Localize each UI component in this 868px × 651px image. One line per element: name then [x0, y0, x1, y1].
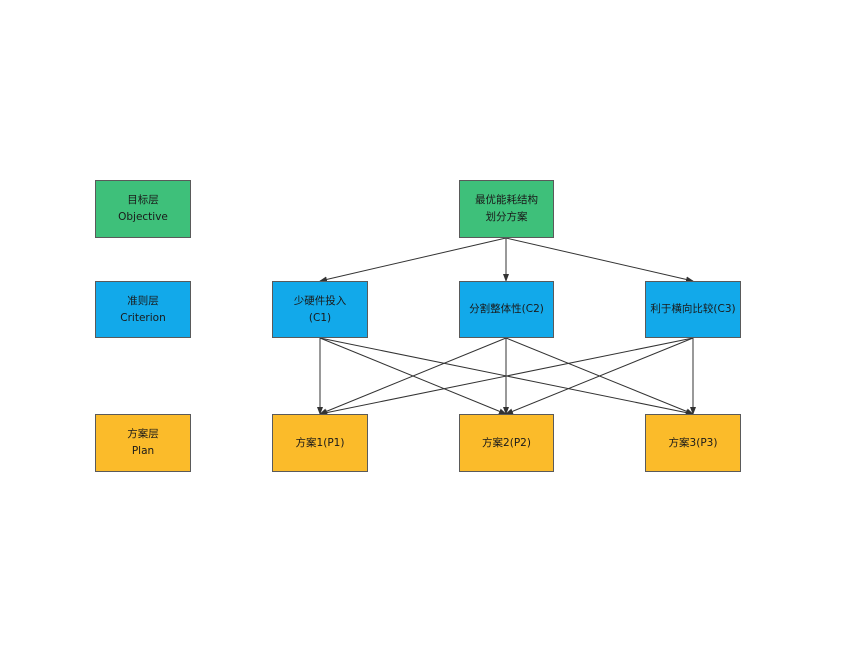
- layer-label-objective-cn: 目标层: [127, 194, 159, 206]
- plan-p3-label: 方案3(P3): [668, 436, 718, 449]
- arrow-c3-to-p1: [319, 337, 694, 416]
- layer-label-objective-en: Objective: [118, 211, 168, 223]
- plan-node-p1: 方案1(P1): [272, 414, 368, 472]
- layer-label-objective: 目标层 Objective: [95, 180, 191, 238]
- layer-label-plan-cn: 方案层: [127, 428, 159, 440]
- arrow-goal-to-c3: [505, 237, 694, 283]
- layer-label-criterion-cn: 准则层: [127, 294, 159, 307]
- criterion-node-c3: 利于横向比较(C3): [645, 281, 741, 338]
- layer-label-criterion: 准则层 Criterion: [95, 281, 191, 338]
- criterion-c1-line2: (C1): [308, 311, 332, 324]
- criterion-c3-label: 利于横向比较(C3): [650, 303, 736, 315]
- arrow-c3-to-p2: [505, 337, 694, 415]
- plan-p1-label: 方案1(P1): [295, 436, 345, 449]
- layer-label-plan-en: Plan: [131, 445, 155, 457]
- criterion-node-c2: 分割整体性(C2): [459, 281, 554, 338]
- layer-label-plan: 方案层 Plan: [95, 414, 191, 472]
- criterion-node-c1: 少硬件投入 (C1): [272, 281, 368, 338]
- layer-label-criterion-en: Criterion: [120, 311, 166, 324]
- criterion-c2-label: 分割整体性(C2): [469, 303, 544, 315]
- plan-p2-label: 方案2(P2): [482, 436, 531, 449]
- goal-node-line1: 最优能耗结构: [475, 194, 538, 206]
- plan-node-p2: 方案2(P2): [459, 414, 554, 472]
- arrow-goal-to-c1: [319, 237, 507, 283]
- goal-node: 最优能耗结构 划分方案: [459, 180, 554, 238]
- criterion-c1-line1: 少硬件投入: [293, 294, 347, 307]
- plan-node-p3: 方案3(P3): [645, 414, 741, 472]
- arrow-c2-to-p1: [319, 337, 507, 415]
- goal-node-line2: 划分方案: [485, 211, 528, 223]
